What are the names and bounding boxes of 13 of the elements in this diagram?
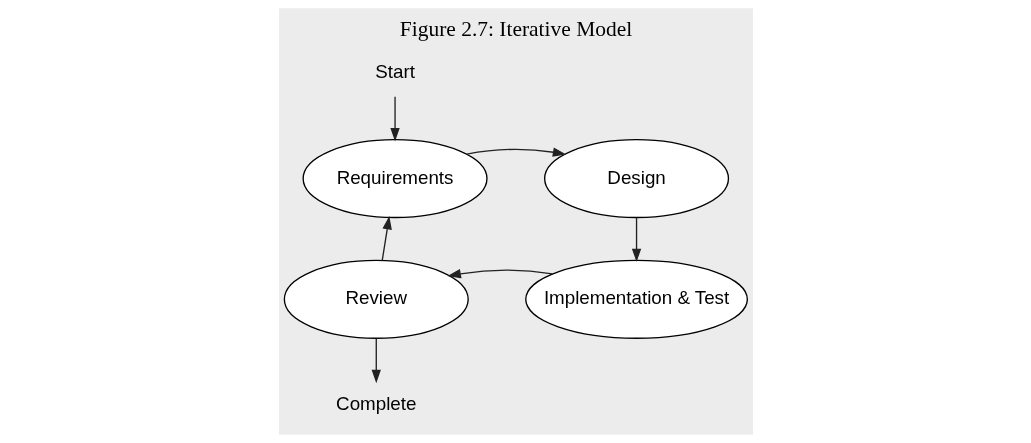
node-text: Complete bbox=[335, 393, 416, 415]
arrow bbox=[371, 337, 381, 384]
arrow bbox=[465, 147, 566, 157]
node-ellipse: Review bbox=[283, 259, 469, 339]
node-ellipse: Implementation & Test bbox=[524, 259, 748, 339]
diagram-title: Figure 2.7: Iterative Model bbox=[399, 17, 632, 42]
arrow bbox=[389, 96, 400, 142]
arrow bbox=[446, 269, 553, 279]
node-ellipse: Design bbox=[543, 139, 729, 219]
arrow bbox=[631, 217, 641, 263]
node-text: Start bbox=[374, 60, 415, 82]
arrow bbox=[381, 215, 392, 262]
node-ellipse: Requirements bbox=[301, 139, 488, 219]
